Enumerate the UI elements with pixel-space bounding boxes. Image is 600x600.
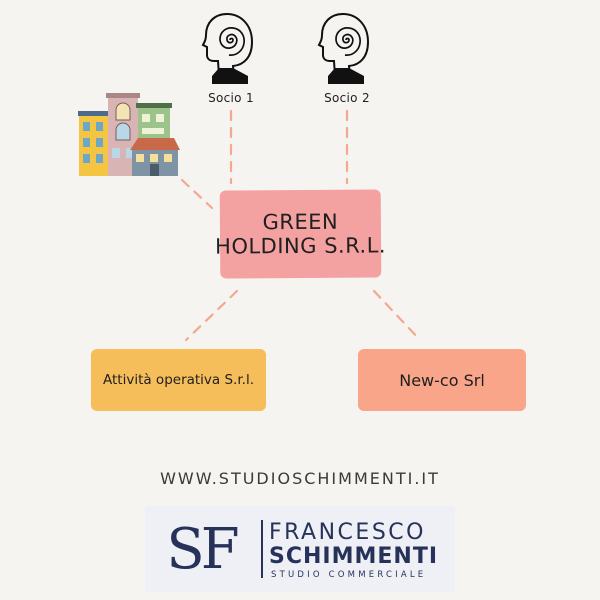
holding-company-box: GREEN HOLDING S.R.L.	[215, 189, 386, 279]
logo-first-name: FRANCESCO	[269, 520, 426, 545]
connector-property-holding	[180, 178, 214, 210]
subsidiary-newco-box: New-co Srl	[358, 349, 526, 411]
logo-last-name: SCHIMMENTI	[269, 544, 439, 569]
subsidiary-attivita-box: Attività operativa S.r.l.	[91, 349, 266, 411]
buildings-icon	[78, 93, 180, 176]
logo-monogram: SF	[166, 516, 239, 582]
holding-name-line1: GREEN	[262, 209, 339, 235]
partner-label-1: Socio 1	[208, 91, 254, 105]
connector-holding-attivita	[184, 289, 239, 342]
head-spiral-icon	[317, 12, 370, 84]
holding-name-line2: HOLDING S.R.L.	[215, 233, 387, 259]
head-spiral-icon	[201, 12, 254, 84]
subsidiary-label: Attività operativa S.r.l.	[103, 372, 254, 388]
connector-holding-newco	[372, 289, 422, 342]
subsidiary-label: New-co Srl	[399, 370, 485, 390]
logo-subtitle: STUDIO COMMERCIALE	[271, 570, 427, 580]
studio-logo: SF FRANCESCO SCHIMMENTI STUDIO COMMERCIA…	[145, 506, 455, 592]
partner-label-2: Socio 2	[324, 91, 370, 105]
website-url[interactable]: WWW.STUDIOSCHIMMENTI.IT	[160, 469, 440, 488]
logo-divider	[261, 520, 263, 578]
